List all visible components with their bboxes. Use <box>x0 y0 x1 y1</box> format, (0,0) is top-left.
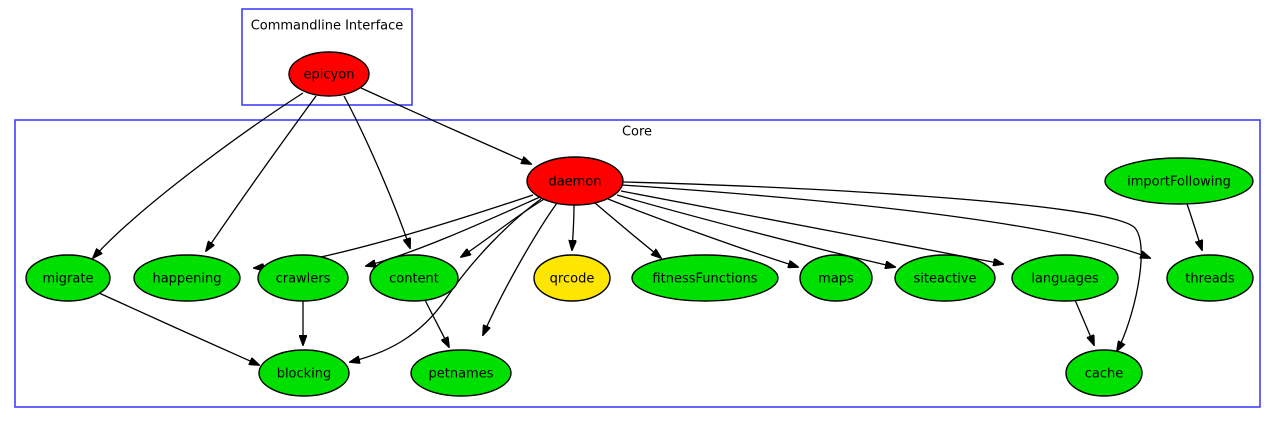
node-shape-threads[interactable] <box>1166 254 1254 302</box>
node-cache[interactable]: cache <box>1065 349 1143 397</box>
node-label-fitnessFunctions: fitnessFunctions <box>652 272 757 287</box>
node-blocking[interactable]: blocking <box>258 349 350 397</box>
node-epicyon[interactable]: epicyon <box>288 51 370 97</box>
edge-daemon-to-content <box>461 197 547 257</box>
node-petnames[interactable]: petnames <box>410 349 512 397</box>
node-label-cache: cache <box>1085 367 1124 382</box>
edge-daemon-to-threads <box>621 184 1150 258</box>
node-shape-languages[interactable] <box>1011 254 1119 302</box>
edge-epicyon-to-content <box>343 95 410 248</box>
node-shape-epicyon[interactable] <box>288 51 370 97</box>
node-threads[interactable]: threads <box>1166 254 1254 302</box>
edge-daemon-to-languages <box>620 190 1003 264</box>
node-shape-petnames[interactable] <box>410 349 512 397</box>
node-label-maps: maps <box>818 272 854 287</box>
edge-languages-to-cache <box>1074 299 1094 345</box>
node-label-epicyon: epicyon <box>304 68 355 83</box>
node-shape-migrate[interactable] <box>25 254 111 302</box>
edge-migrate-to-blocking <box>98 292 259 365</box>
edge-content-to-petnames <box>424 299 449 347</box>
edge-epicyon-to-migrate <box>93 92 304 258</box>
node-crawlers[interactable]: crawlers <box>257 254 349 302</box>
cluster-label-cli: Commandline Interface <box>251 19 404 34</box>
node-content[interactable]: content <box>369 254 459 302</box>
node-qrcode[interactable]: qrcode <box>533 254 611 302</box>
node-maps[interactable]: maps <box>799 254 873 302</box>
edge-epicyon-to-happening <box>206 95 317 251</box>
node-shape-siteactive[interactable] <box>894 254 996 302</box>
node-label-crawlers: crawlers <box>276 272 331 287</box>
edges-layer <box>93 87 1202 365</box>
node-fitnessFunctions[interactable]: fitnessFunctions <box>631 254 779 302</box>
node-languages[interactable]: languages <box>1011 254 1119 302</box>
node-label-daemon: daemon <box>548 175 601 190</box>
node-siteactive[interactable]: siteactive <box>894 254 996 302</box>
node-shape-cache[interactable] <box>1065 349 1143 397</box>
node-shape-crawlers[interactable] <box>257 254 349 302</box>
node-shape-blocking[interactable] <box>258 349 350 397</box>
node-shape-daemon[interactable] <box>526 156 624 206</box>
node-daemon[interactable]: daemon <box>526 156 624 206</box>
node-shape-content[interactable] <box>369 254 459 302</box>
node-shape-importFollowing[interactable] <box>1104 157 1254 205</box>
cluster-box-core <box>14 119 1261 408</box>
edge-epicyon-to-daemon <box>360 87 531 164</box>
cluster-box-cli <box>241 8 413 106</box>
node-shape-maps[interactable] <box>799 254 873 302</box>
node-happening[interactable]: happening <box>133 254 241 302</box>
node-importFollowing[interactable]: importFollowing <box>1104 157 1254 205</box>
node-label-threads: threads <box>1185 272 1235 287</box>
node-label-blocking: blocking <box>277 367 332 382</box>
node-label-happening: happening <box>152 272 221 287</box>
edge-daemon-to-petnames <box>483 202 558 335</box>
nodes-layer: epicyon daemon migrate happening crawlers con… <box>25 51 1254 397</box>
node-migrate[interactable]: migrate <box>25 254 111 302</box>
node-label-siteactive: siteactive <box>914 272 977 287</box>
node-label-languages: languages <box>1031 272 1099 287</box>
node-shape-happening[interactable] <box>133 254 241 302</box>
node-label-petnames: petnames <box>429 367 494 382</box>
edge-daemon-to-blocking <box>350 198 542 362</box>
cluster-boxes <box>14 8 1261 408</box>
edge-daemon-to-qrcode <box>572 204 574 250</box>
node-shape-fitnessFunctions[interactable] <box>631 254 779 302</box>
node-shape-qrcode[interactable] <box>533 254 611 302</box>
node-label-importFollowing: importFollowing <box>1127 175 1231 190</box>
node-label-qrcode: qrcode <box>550 272 595 287</box>
cluster-label-core: Core <box>622 125 652 140</box>
edge-daemon-to-maps <box>607 198 798 267</box>
edge-daemon-to-crawlers <box>366 196 541 266</box>
edge-daemon-to-siteactive <box>616 194 895 267</box>
edge-daemon-to-fitnessFunctions <box>594 202 661 258</box>
node-label-migrate: migrate <box>43 272 94 287</box>
node-label-content: content <box>389 272 439 287</box>
edge-importFollowing-to-threads <box>1186 203 1202 250</box>
edge-daemon-to-cache <box>621 181 1142 351</box>
